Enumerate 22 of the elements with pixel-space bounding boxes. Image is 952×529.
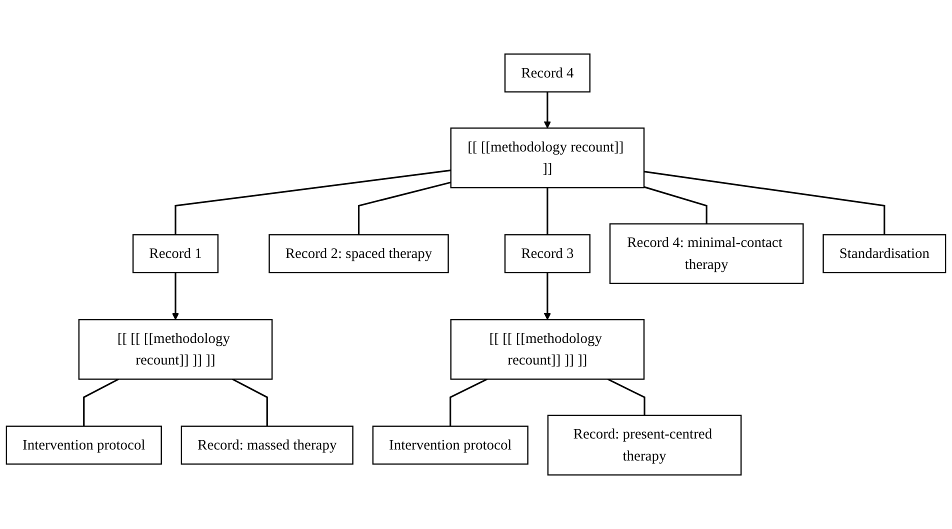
node-box: Record 3 [504, 234, 590, 274]
connector [607, 378, 646, 416]
connector [644, 186, 708, 224]
node-box: [[ [[methodology recount]] ]] [450, 128, 645, 188]
node-box: Record 4: minimal-contact therapy [609, 223, 804, 284]
node-box: Record: massed therapy [180, 426, 354, 465]
node-box: Record 2: spaced therapy [268, 234, 449, 274]
node-box: Intervention protocol [372, 426, 528, 465]
node-box: Record 4 [504, 53, 590, 92]
node-box: [[ [[ [[methodology recount]] ]] ]] [78, 319, 273, 380]
node-box: Standardisation [822, 234, 946, 274]
arrow [172, 272, 180, 320]
arrow [544, 272, 551, 320]
connector [546, 188, 548, 235]
node-box: Intervention protocol [6, 426, 162, 465]
connector [174, 170, 451, 235]
node-box: Record: present-centred therapy [547, 414, 742, 476]
arrow [544, 92, 551, 128]
connector [358, 182, 452, 235]
node-box: [[ [[ [[methodology recount]] ]] ]] [450, 319, 645, 380]
node-box: Record 1 [132, 234, 219, 274]
connector [644, 170, 886, 235]
